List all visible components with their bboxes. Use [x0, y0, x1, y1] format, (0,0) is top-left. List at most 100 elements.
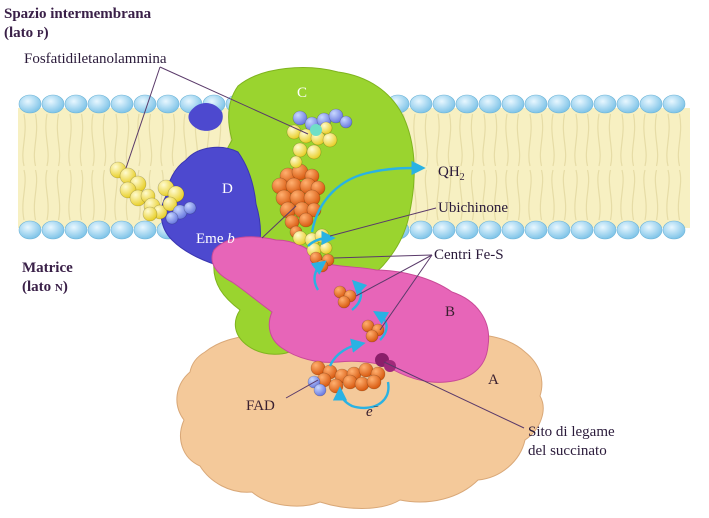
cofactor-atom — [292, 110, 308, 126]
leader-site — [383, 361, 525, 429]
lipid-head — [455, 94, 479, 114]
lipid-tail — [677, 113, 682, 167]
leader-phospholipid-a — [125, 66, 161, 169]
lipid-head — [18, 220, 42, 240]
lipid-tail — [585, 113, 590, 167]
lipid-tail — [102, 169, 107, 221]
cofactor-atom — [306, 144, 322, 160]
arrow-fes-up-2 — [351, 279, 368, 311]
lipid-head — [547, 94, 571, 114]
lipid-tail — [631, 169, 636, 221]
lipid-tail — [631, 113, 636, 167]
fad-atom — [313, 383, 327, 397]
lipid-head — [501, 220, 525, 240]
lipid-tail — [436, 113, 440, 167]
fe-s-atom — [365, 329, 379, 343]
leader-lines — [125, 66, 525, 429]
fad-label: FAD — [246, 398, 275, 414]
lipid-head — [593, 94, 617, 114]
lipid-head — [639, 220, 663, 240]
lipid-tail — [79, 169, 84, 221]
arrow-fes-up-1 — [310, 260, 327, 291]
arrow-fes-up-3 — [373, 311, 390, 341]
lipid-tail — [620, 113, 624, 167]
lipid-tail — [482, 113, 486, 167]
subunit-b-label: B — [445, 304, 455, 320]
lipid-tail — [677, 169, 682, 221]
lipid-tail — [91, 169, 95, 221]
lipid-tail — [68, 113, 72, 167]
lipid-tail — [539, 169, 544, 221]
cofactor-atom — [319, 121, 333, 135]
subunit-c-label: C — [297, 85, 307, 101]
lipid-head — [570, 94, 594, 114]
succinate-site-label-2: del succinato — [528, 443, 607, 459]
subunit-d-top-lobe — [188, 103, 223, 131]
fad-atom — [342, 374, 358, 390]
arrow-fad-up — [328, 338, 366, 367]
succinate-site-label-1: Sito di legame — [528, 424, 615, 440]
lipid-tail — [516, 169, 521, 221]
fad-atom — [366, 374, 382, 390]
lipid-head — [455, 220, 479, 240]
cofactor-atom — [339, 115, 353, 129]
lipid-tail — [562, 169, 567, 221]
lipid-tail — [505, 169, 509, 221]
heme-b-label: Eme b — [196, 231, 235, 247]
lipid-tail — [493, 113, 498, 167]
lipid-head — [156, 94, 180, 114]
lipid-tail — [666, 113, 670, 167]
leader-heme — [261, 205, 297, 239]
lipid-tail — [56, 169, 61, 221]
lipid-tail — [482, 169, 486, 221]
lipid-heads-top — [18, 94, 686, 114]
lipid-tail — [137, 113, 141, 167]
lipid-tail — [666, 169, 670, 221]
lipid-head — [18, 94, 42, 114]
ubiquinone-atom — [292, 230, 308, 246]
cofactor-atom — [328, 108, 344, 124]
leader-fes-a — [333, 254, 433, 259]
arrow-to-qh2 — [310, 160, 426, 233]
lipid-head — [64, 94, 88, 114]
lipid-tail — [33, 113, 38, 167]
lipid-tail — [22, 113, 26, 167]
lipid-tail — [493, 169, 498, 221]
lipid-tail — [45, 113, 49, 167]
leader-fad — [285, 379, 319, 399]
leader-fes-c — [379, 254, 433, 331]
lipid-head — [478, 220, 502, 240]
lipid-tail — [424, 169, 429, 221]
cofactor-atom — [289, 155, 303, 169]
arrow-ubiq — [307, 230, 336, 247]
ubiquinone-atom — [319, 241, 333, 255]
electron-path-arrows — [307, 160, 426, 410]
lipid-tail — [171, 113, 176, 167]
lipid-tail — [597, 169, 601, 221]
lipid-tail — [654, 169, 659, 221]
lipid-head — [639, 94, 663, 114]
subunit-d-label: D — [222, 181, 233, 197]
lipid-tail — [447, 169, 452, 221]
cofactor-atom — [310, 124, 322, 136]
lipid-tail — [505, 113, 509, 167]
lipid-head — [524, 94, 548, 114]
lipid-head — [41, 220, 65, 240]
lipid-tail — [160, 113, 164, 167]
fe-s-atom — [337, 295, 351, 309]
lipid-tail — [562, 113, 567, 167]
lipid-head — [593, 220, 617, 240]
leader-fes-b — [355, 254, 433, 297]
fad-atom — [328, 378, 344, 394]
n-side-label: (lato N) — [22, 279, 68, 295]
lipid-head — [87, 220, 111, 240]
lipid-tail — [79, 113, 84, 167]
lipid-tail — [447, 113, 452, 167]
subunit-a-label: A — [488, 372, 499, 388]
phospholipid-atom — [165, 211, 179, 225]
lipid-tail — [643, 169, 647, 221]
lipid-head — [41, 94, 65, 114]
lipid-tail — [574, 113, 578, 167]
fad-cluster — [307, 353, 396, 397]
